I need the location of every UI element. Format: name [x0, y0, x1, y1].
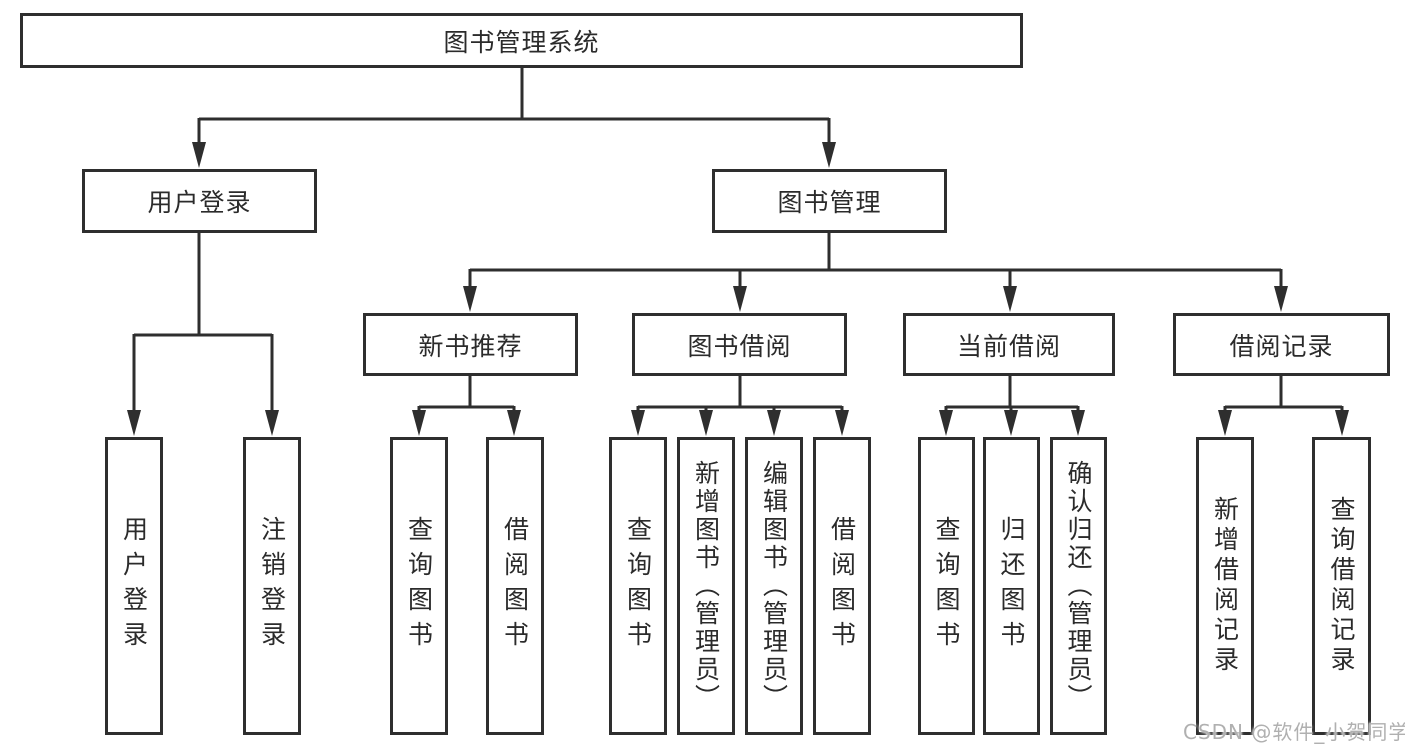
node-book-borrow: 图书借阅	[632, 313, 847, 376]
leaf-borrow-books: 借阅图书	[813, 437, 871, 735]
leaf-add-book-admin-label: 新增图书（管理员）	[691, 460, 721, 712]
leaf-query-books-recommend-label: 查询图书	[404, 516, 434, 656]
leaf-query-borrow-record-label: 查询借阅记录	[1327, 496, 1356, 676]
leaf-add-borrow-record: 新增借阅记录	[1196, 437, 1254, 735]
leaf-borrow-books-recommend: 借阅图书	[486, 437, 544, 735]
node-current-borrow: 当前借阅	[903, 313, 1115, 376]
arrowheads	[127, 142, 1349, 436]
leaf-confirm-return-admin: 确认归还（管理员）	[1050, 437, 1107, 735]
node-book-management: 图书管理	[712, 169, 947, 233]
leaf-edit-book-admin-label: 编辑图书（管理员）	[759, 460, 789, 712]
node-user-login: 用户登录	[82, 169, 317, 233]
leaf-query-books-borrow: 查询图书	[609, 437, 667, 735]
leaf-logout: 注销登录	[243, 437, 301, 735]
leaf-query-borrow-record: 查询借阅记录	[1312, 437, 1371, 735]
leaf-logout-label: 注销登录	[257, 516, 287, 656]
leaf-query-books-current: 查询图书	[918, 437, 975, 735]
node-root: 图书管理系统	[20, 13, 1023, 68]
leaf-borrow-books-label: 借阅图书	[827, 516, 857, 656]
edges	[132, 67, 1344, 414]
leaf-return-book-label: 归还图书	[997, 516, 1026, 656]
leaf-user-login: 用户登录	[105, 437, 163, 735]
node-root-label: 图书管理系统	[443, 27, 600, 57]
leaf-query-books-recommend: 查询图书	[390, 437, 448, 735]
node-new-book-recommend: 新书推荐	[363, 313, 578, 376]
node-book-management-label: 图书管理	[777, 188, 882, 217]
leaf-return-book: 归还图书	[983, 437, 1040, 735]
leaf-borrow-books-recommend-label: 借阅图书	[500, 516, 530, 656]
leaf-edit-book-admin: 编辑图书（管理员）	[745, 437, 803, 735]
node-user-login-label: 用户登录	[147, 188, 252, 217]
leaf-add-borrow-record-label: 新增借阅记录	[1210, 496, 1240, 676]
node-book-borrow-label: 图书借阅	[687, 331, 792, 361]
leaf-confirm-return-admin-label: 确认归还（管理员）	[1064, 460, 1093, 712]
node-current-borrow-label: 当前借阅	[956, 331, 1061, 361]
node-borrow-records: 借阅记录	[1173, 313, 1390, 376]
leaf-user-login-label: 用户登录	[119, 516, 149, 656]
watermark: CSDN @软件_小贺同学	[1183, 720, 1405, 744]
leaf-query-books-current-label: 查询图书	[932, 516, 961, 656]
node-borrow-records-label: 借阅记录	[1229, 331, 1334, 361]
node-new-book-recommend-label: 新书推荐	[418, 331, 523, 361]
leaf-add-book-admin: 新增图书（管理员）	[677, 437, 735, 735]
leaf-query-books-borrow-label: 查询图书	[623, 516, 653, 656]
